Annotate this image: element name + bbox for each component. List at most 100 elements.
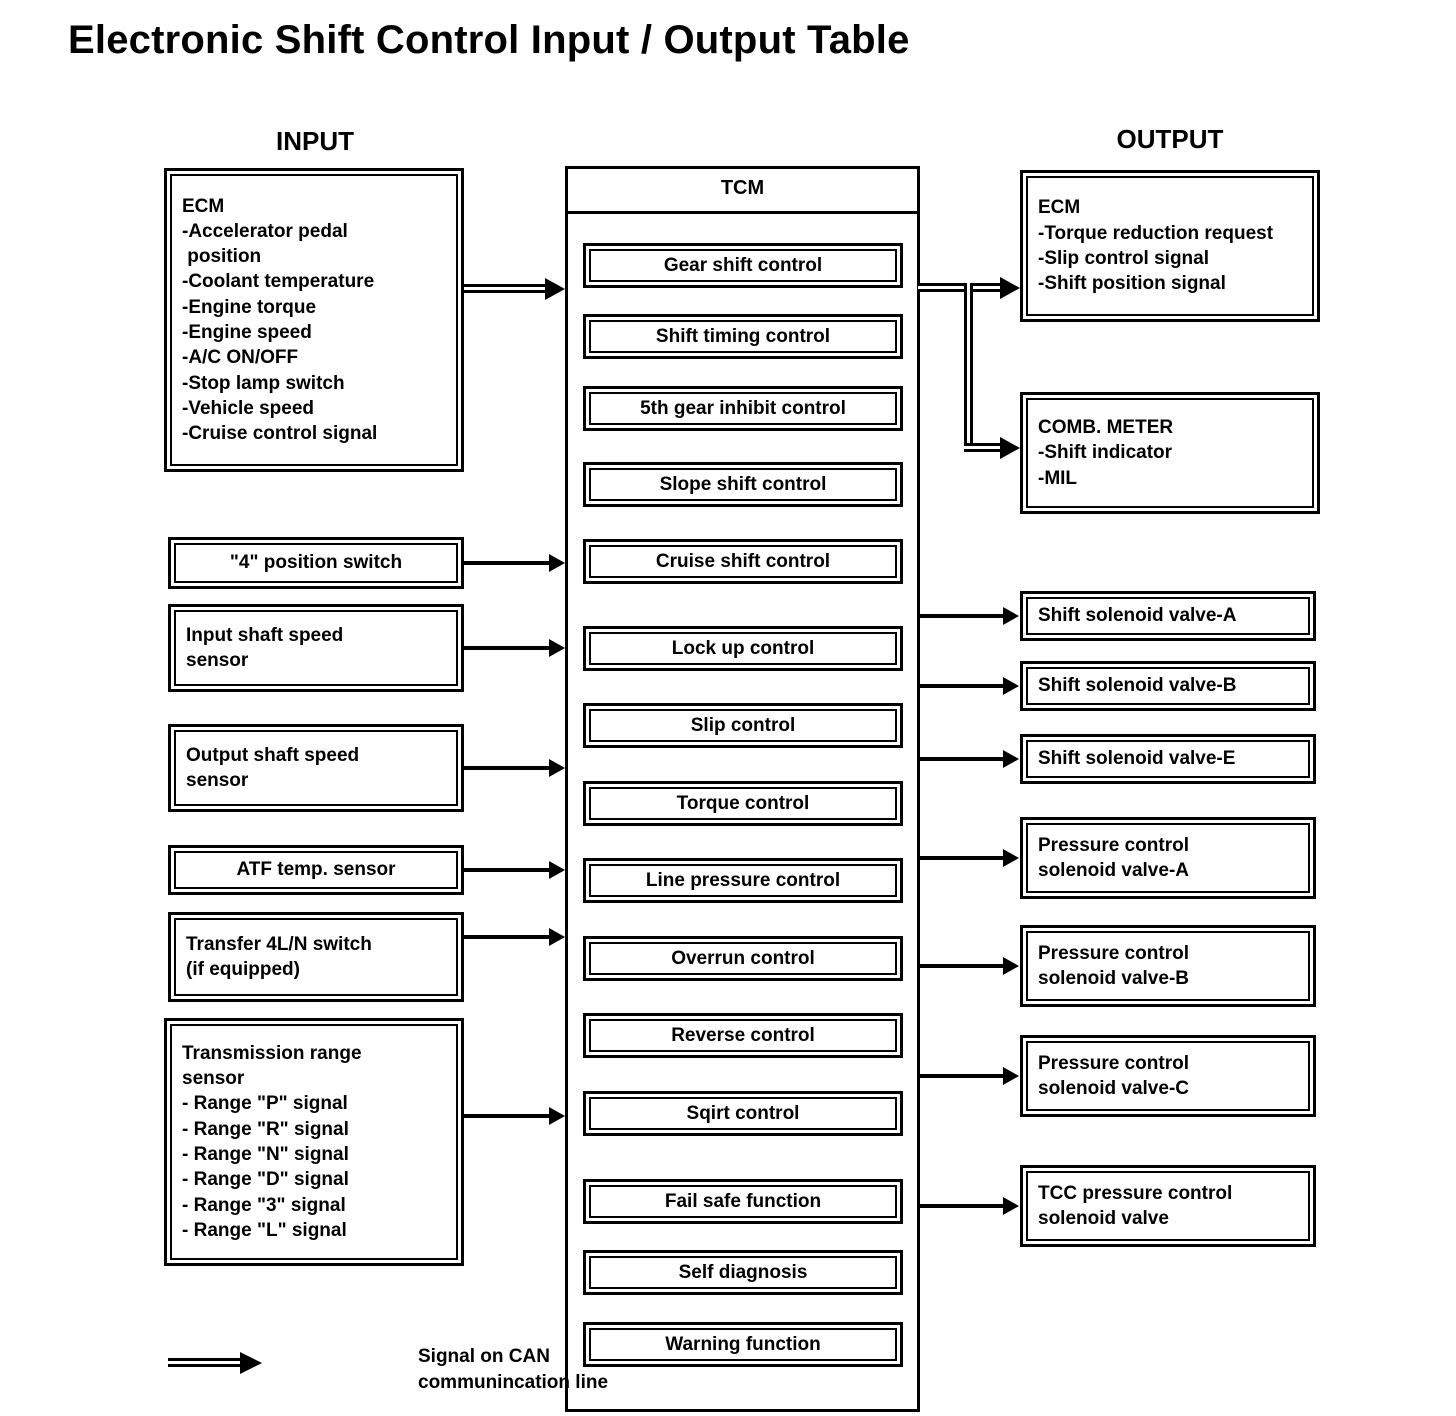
text-line: sensor — [182, 1068, 245, 1090]
connector-output-shaft-speed-sensor-arrowhead — [549, 759, 565, 777]
text-line: Transfer 4L/N switch — [186, 933, 372, 955]
text-line: position — [182, 246, 262, 268]
connector-tcm-to-pressure-control-solenoid-valve-c — [918, 1074, 1008, 1078]
output-box-ecm[interactable]: ECM-Torque reduction request-Slip contro… — [1020, 170, 1320, 322]
can-line-icon — [168, 1358, 246, 1367]
text-line: Shift solenoid valve-A — [1038, 605, 1237, 627]
input-box-position-switch-4[interactable]: "4" position switch — [168, 537, 464, 589]
tcm-function-slip-control[interactable]: Slip control — [583, 703, 903, 748]
connector-tcm-to-tcc-pressure-control-solenoid-valve — [918, 1204, 1008, 1208]
tcm-function-cruise-shift-control[interactable]: Cruise shift control — [583, 539, 903, 584]
output-box-shift-solenoid-valve-a-body: Shift solenoid valve-A — [1026, 597, 1310, 635]
text-line: "4" position switch — [229, 552, 403, 574]
output-box-pressure-control-solenoid-valve-b[interactable]: Pressure control solenoid valve-B — [1020, 925, 1316, 1007]
text-line: Output shaft speed — [186, 744, 360, 766]
tcm-function-lock-up-control[interactable]: Lock up control — [583, 626, 903, 671]
text-line: Shift solenoid valve-E — [1038, 748, 1236, 770]
tcm-function-sqirt-control[interactable]: Sqirt control — [583, 1091, 903, 1136]
text-line: Pressure control — [1038, 834, 1189, 856]
tcm-function-slope-shift-control[interactable]: Slope shift control — [583, 462, 903, 507]
tcm-function-reverse-control[interactable]: Reverse control — [583, 1013, 903, 1058]
connector-transfer-4ln-switch-to-tcm — [464, 935, 554, 939]
tcm-function-self-diagnosis[interactable]: Self diagnosis — [583, 1250, 903, 1295]
text-line: - Range "D" signal — [182, 1169, 349, 1191]
tcm-function-warning-function-label: Warning function — [589, 1328, 897, 1361]
connector-atf-temp-sensor-arrowhead — [549, 861, 565, 879]
text-line: -Vehicle speed — [182, 397, 315, 419]
tcm-function-self-diagnosis-label: Self diagnosis — [589, 1256, 897, 1289]
output-box-pressure-control-solenoid-valve-a[interactable]: Pressure control solenoid valve-A — [1020, 817, 1316, 899]
connector-input-shaft-speed-sensor-to-tcm — [464, 646, 554, 650]
output-box-shift-solenoid-valve-b-body: Shift solenoid valve-B — [1026, 667, 1310, 705]
input-box-ecm[interactable]: ECM-Accelerator pedal position-Coolant t… — [164, 168, 464, 472]
tcm-function-shift-timing-control[interactable]: Shift timing control — [583, 314, 903, 359]
tcm-function-lock-up-control-label: Lock up control — [589, 632, 897, 665]
output-box-shift-solenoid-valve-e[interactable]: Shift solenoid valve-E — [1020, 734, 1316, 784]
tcm-function-slope-shift-control-label: Slope shift control — [589, 468, 897, 501]
text-line: - Range "P" signal — [182, 1093, 348, 1115]
text-line: -Accelerator pedal — [182, 220, 348, 242]
input-box-transfer-4ln-switch-body: Transfer 4L/N switch (if equipped) — [174, 918, 458, 996]
connector-shift-solenoid-valve-a-arrowhead — [1003, 607, 1019, 625]
output-box-shift-solenoid-valve-a[interactable]: Shift solenoid valve-A — [1020, 591, 1316, 641]
text-line: -A/C ON/OFF — [182, 347, 299, 369]
tcm-function-gear-shift-control[interactable]: Gear shift control — [583, 243, 903, 288]
tcm-function-5th-gear-inhibit-control[interactable]: 5th gear inhibit control — [583, 386, 903, 431]
tcm-function-overrun-control-label: Overrun control — [589, 942, 897, 975]
output-box-comb-meter[interactable]: COMB. METER-Shift indicator-MIL — [1020, 392, 1320, 514]
tcm-function-fail-safe-function[interactable]: Fail safe function — [583, 1179, 903, 1224]
text-line: solenoid valve-B — [1038, 968, 1189, 989]
tcm-function-gear-shift-control-label: Gear shift control — [589, 249, 897, 282]
tcm-function-line-pressure-control-label: Line pressure control — [589, 864, 897, 897]
input-box-position-switch-4-body: "4" position switch — [174, 543, 458, 583]
input-box-transfer-4ln-switch[interactable]: Transfer 4L/N switch (if equipped) — [168, 912, 464, 1002]
text-line: -Shift indicator — [1038, 442, 1173, 464]
tcm-function-cruise-shift-control-label: Cruise shift control — [589, 545, 897, 578]
input-box-atf-temp-sensor[interactable]: ATF temp. sensor — [168, 845, 464, 895]
connector-tcc-pressure-control-solenoid-valve-arrowhead — [1003, 1197, 1019, 1215]
connector-output-shaft-speed-sensor-to-tcm — [464, 766, 554, 770]
output-box-ecm-body: ECM-Torque reduction request-Slip contro… — [1026, 176, 1314, 316]
tcm-function-sqirt-control-label: Sqirt control — [589, 1097, 897, 1130]
text-line: Shift solenoid valve-B — [1038, 675, 1237, 697]
tcm-function-line-pressure-control[interactable]: Line pressure control — [583, 858, 903, 903]
text-line: -MIL — [1038, 467, 1078, 489]
input-box-atf-temp-sensor-body: ATF temp. sensor — [174, 851, 458, 889]
tcm-function-torque-control[interactable]: Torque control — [583, 781, 903, 826]
tcm-function-torque-control-label: Torque control — [589, 787, 897, 820]
text-line: -Stop lamp switch — [182, 372, 345, 394]
connector-tcm-to-comb-meter — [964, 443, 1008, 452]
connector-position-switch-4-to-tcm — [464, 561, 554, 565]
connector-tcm-to-shift-solenoid-valve-b — [918, 684, 1008, 688]
text-line: solenoid valve-A — [1038, 860, 1189, 881]
text-line: -Slip control signal — [1038, 248, 1210, 269]
text-line: -Cruise control signal — [182, 423, 378, 445]
text-line: - Range "L" signal — [182, 1219, 347, 1241]
tcm-function-overrun-control[interactable]: Overrun control — [583, 936, 903, 981]
text-line: (if equipped) — [186, 959, 300, 980]
input-column-heading: INPUT — [276, 126, 354, 156]
connector-tcm-to-shift-solenoid-valve-e — [918, 757, 1008, 761]
connector-pressure-control-solenoid-valve-a-arrowhead — [1003, 849, 1019, 867]
legend-text-line: communincation line — [418, 1371, 609, 1393]
text-line: - Range "3" signal — [182, 1194, 346, 1216]
tcm-function-slip-control-label: Slip control — [589, 709, 897, 742]
tcm-function-warning-function[interactable]: Warning function — [583, 1322, 903, 1367]
text-line: ECM — [1038, 197, 1081, 219]
output-box-shift-solenoid-valve-b[interactable]: Shift solenoid valve-B — [1020, 661, 1316, 711]
text-line: ECM — [182, 195, 225, 217]
output-box-pressure-control-solenoid-valve-b-body: Pressure control solenoid valve-B — [1026, 931, 1310, 1001]
page-title: Electronic Shift Control Input / Output … — [68, 18, 910, 62]
output-column-heading: OUTPUT — [1116, 124, 1224, 154]
text-line: TCC pressure control — [1038, 1182, 1233, 1204]
text-line: Pressure control — [1038, 942, 1189, 964]
